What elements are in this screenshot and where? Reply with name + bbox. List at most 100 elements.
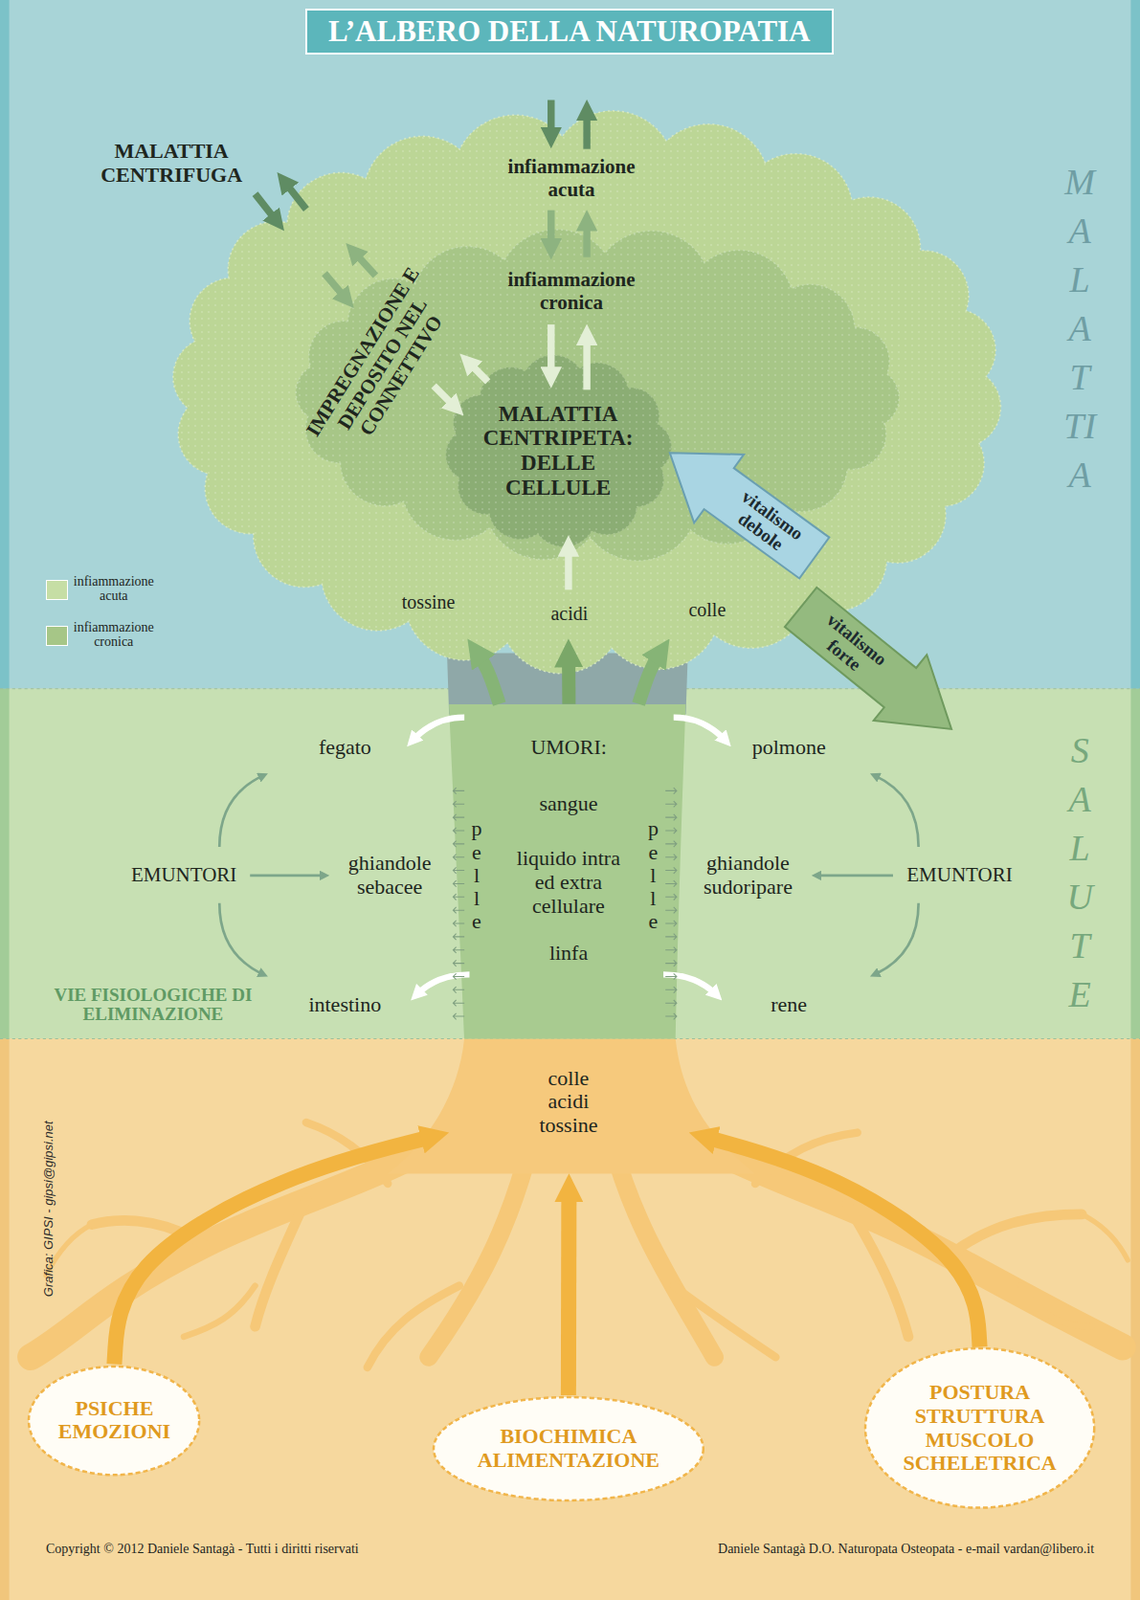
text-wrap: MALATTIA CENTRIPETA: DELLE CELLULE xyxy=(483,402,634,501)
art-part xyxy=(446,356,672,548)
label-text: ghiandole sudoripare xyxy=(703,851,793,899)
art-part xyxy=(219,775,264,848)
label-text: rene xyxy=(770,993,807,1018)
art-part xyxy=(353,250,376,276)
art-part xyxy=(448,704,686,1040)
art-part xyxy=(547,100,555,138)
art-part xyxy=(249,874,325,878)
art-part xyxy=(447,652,689,715)
art-part xyxy=(452,960,465,966)
art-part xyxy=(665,1000,677,1006)
art-part xyxy=(665,934,677,940)
text-wrap: ghiandole sebacee xyxy=(348,851,432,899)
label-text: intestino xyxy=(308,993,381,1018)
art-part xyxy=(665,827,677,834)
vitalism-arrow: vitalismo debole xyxy=(645,418,840,592)
art-part xyxy=(446,356,672,548)
flow-arrow xyxy=(638,653,661,705)
art-part xyxy=(665,867,677,873)
art-part xyxy=(30,1112,1128,1368)
text-wrap: Grafica: GIPSI - gipsi@gipsi.net xyxy=(42,1120,57,1297)
label-text: Grafica: GIPSI - gipsi@gipsi.net xyxy=(42,1120,57,1297)
art-part xyxy=(416,974,470,995)
art-part xyxy=(452,854,465,861)
art-part xyxy=(665,787,677,794)
text-wrap: pelle xyxy=(470,817,482,934)
node-text: POSTURA STRUTTURA MUSCOLO SCHELETRICA xyxy=(903,1381,1057,1476)
node-text: BIOCHIMICA ALIMENTAZIONE xyxy=(477,1425,660,1473)
art-part xyxy=(295,229,899,561)
label-text: Copyright © 2012 Daniele Santagà - Tutti… xyxy=(45,1542,359,1558)
art-part xyxy=(1130,689,1140,1040)
label-text: SALUTE xyxy=(1063,726,1096,1019)
art-part xyxy=(452,880,465,887)
root-oval: PSICHE EMOZIONI xyxy=(26,1364,202,1477)
text-wrap: rene xyxy=(770,993,807,1018)
art-part xyxy=(665,907,677,914)
legend-text: infiammazione cronica xyxy=(73,620,155,650)
art-part xyxy=(0,689,10,1040)
art-part xyxy=(452,814,465,821)
node-text: UMORI: xyxy=(530,736,606,760)
node-text: MALATTIA CENTRIPETA: DELLE CELLULE xyxy=(483,402,634,501)
text-wrap: infiammazione acuta xyxy=(73,574,155,604)
text-wrap: colle acidi tossine xyxy=(538,1067,598,1139)
art-part xyxy=(652,1112,1122,1347)
art-part xyxy=(673,1286,777,1359)
art-part xyxy=(255,1199,307,1327)
art-part xyxy=(665,894,677,900)
crown-cloud: MALATTIA CENTRIPETA: DELLE CELLULE infiam… xyxy=(153,102,1021,683)
text-wrap: infiammazione cronica xyxy=(73,620,155,650)
art-part xyxy=(412,717,726,996)
text-wrap: MALATTIA xyxy=(1063,157,1096,499)
art-part xyxy=(547,324,555,378)
node-text: sangue xyxy=(538,792,598,817)
flow-arrow xyxy=(560,1190,577,1396)
text-wrap: SALUTE xyxy=(1063,726,1096,1019)
art-part xyxy=(452,1013,465,1020)
node-text: infiammazione cronica xyxy=(508,268,636,314)
art-part xyxy=(582,220,590,257)
art-part xyxy=(612,1142,716,1358)
text-wrap: EMUNTORI xyxy=(131,864,237,888)
art-part xyxy=(665,973,677,980)
legend-swatch xyxy=(45,580,68,601)
title-box: L’ALBERO DELLA NATUROPATIA xyxy=(305,8,834,56)
art-part xyxy=(452,920,465,927)
art-part xyxy=(452,934,465,940)
text-wrap: polmone xyxy=(752,736,827,760)
art-part xyxy=(665,920,677,927)
text-wrap: liquido intra ed extra cellulare xyxy=(506,847,631,918)
art-part xyxy=(874,903,919,976)
flow-arrow xyxy=(477,652,500,704)
art-part xyxy=(874,775,919,848)
node-text: liquido intra ed extra cellulare xyxy=(506,847,631,918)
text-wrap: colle xyxy=(688,599,726,621)
root-oval: POSTURA STRUTTURA MUSCOLO SCHELETRICA xyxy=(863,1346,1096,1511)
skin-ticks xyxy=(452,787,677,1020)
crown-cloud: MALATTIA CENTRIPETA: DELLE CELLULE infiam… xyxy=(270,219,924,572)
art-part xyxy=(452,894,465,900)
text-wrap: infiammazione acuta xyxy=(508,156,636,202)
label-text: MALATTIA CENTRIFUGA xyxy=(100,139,243,187)
label-text: EMUNTORI xyxy=(906,864,1012,888)
art-part xyxy=(663,974,716,995)
art-part xyxy=(452,827,465,834)
art-part xyxy=(665,880,677,887)
text-wrap: pelle xyxy=(648,817,659,934)
art-part xyxy=(949,1214,1083,1256)
art-part xyxy=(0,0,1140,690)
node-text: IMPREGNAZIONE E DEPOSITO NEL CONNETTIVO xyxy=(299,259,467,470)
label-text: MALATTIA xyxy=(1063,157,1096,499)
label-text: VIE FISIOLOGICHE DI ELIMINAZIONE xyxy=(43,985,264,1025)
art-part xyxy=(452,801,465,807)
legend-swatch xyxy=(45,625,68,647)
text-wrap: VIE FISIOLOGICHE DI ELIMINAZIONE xyxy=(43,985,264,1025)
art-part xyxy=(433,1397,704,1501)
art-part xyxy=(255,194,278,224)
art-part xyxy=(387,1038,756,1174)
art-part xyxy=(645,418,840,592)
flow-arrow xyxy=(113,1137,432,1365)
flow-arrow xyxy=(561,655,576,704)
text-wrap: infiammazione cronica xyxy=(508,268,636,314)
